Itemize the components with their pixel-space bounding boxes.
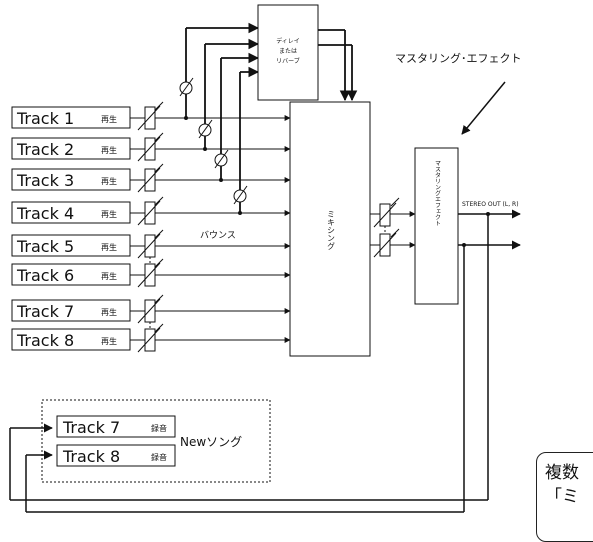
- callout-line-2: 「ミ: [545, 487, 579, 507]
- track-7: Track 7 再生: [11, 299, 131, 322]
- track-1-mode: 再生: [101, 114, 117, 124]
- new-track-8-name: Track 8: [62, 447, 120, 466]
- new-track-7-mode: 録音: [151, 423, 167, 433]
- track-7-name: Track 7: [16, 302, 74, 321]
- track-4-mode: 再生: [101, 209, 117, 219]
- effect-sends: [185, 22, 260, 213]
- track-8: Track 8 再生: [11, 328, 131, 351]
- diagram-canvas: Track 1 再生 Track 2 再生 Track 3 再生 Track 4…: [9, 4, 593, 542]
- fader-1: [137, 101, 164, 131]
- new-song-region: Track 7 録音 Track 8 録音 Newソング: [41, 399, 271, 483]
- fader-5: [137, 229, 164, 259]
- track-4: Track 4 再生: [11, 201, 131, 224]
- track-6: Track 6 再生: [11, 263, 131, 286]
- track-3-mode: 再生: [101, 176, 117, 186]
- delay-reverb-box: ディレイ または リバーブ: [257, 4, 319, 101]
- fader-6: [137, 258, 164, 288]
- new-song-label: Newソング: [180, 435, 242, 449]
- mastering-label: マスタリングエフェクト: [434, 160, 441, 226]
- track-to-fader-links: [130, 117, 145, 341]
- track-8-name: Track 8: [16, 331, 74, 350]
- callout-box: 複数 「ミ: [536, 452, 593, 542]
- delay-label-line2: または: [279, 48, 297, 55]
- mastering-box: マスタリングエフェクト: [414, 147, 459, 305]
- fader-8: [137, 323, 164, 353]
- mixing-box: ミキシング: [289, 101, 371, 357]
- mixing-label: ミキシング: [327, 210, 336, 250]
- delay-label-line3: リバーブ: [276, 57, 300, 65]
- delay-label-line1: ディレイ: [276, 37, 300, 45]
- track-3-name: Track 3: [16, 171, 74, 190]
- fader-2: [137, 132, 164, 162]
- track-3: Track 3 再生: [11, 168, 131, 191]
- new-track-8-mode: 録音: [151, 452, 167, 462]
- new-track-7: Track 7 録音: [56, 415, 176, 438]
- track-2-name: Track 2: [16, 140, 74, 159]
- track-5: Track 5 再生: [11, 234, 131, 257]
- fader-4: [137, 196, 164, 226]
- send-knob-2: [198, 119, 213, 139]
- send-knob-3: [214, 149, 229, 169]
- junction-dots: [184, 116, 242, 215]
- send-knobs: [179, 77, 248, 205]
- track-4-name: Track 4: [16, 204, 74, 223]
- mastering-callout-arrow: [461, 81, 506, 135]
- signal-flow-diagram: Track 1 再生 Track 2 再生 Track 3 再生 Track 4…: [9, 4, 522, 513]
- stereo-out-label: STEREO OUT (L, R): [462, 201, 519, 208]
- bounce-label: バウンス: [200, 230, 236, 241]
- track-list: Track 1 再生 Track 2 再生 Track 3 再生 Track 4…: [11, 106, 131, 351]
- track-2-mode: 再生: [101, 145, 117, 155]
- mix-bus-lines: [155, 115, 291, 343]
- track-5-name: Track 5: [16, 237, 74, 256]
- track-7-mode: 再生: [101, 307, 117, 317]
- new-track-8: Track 8 録音: [56, 444, 176, 467]
- mastering-callout-label: マスタリング･エフェクト: [395, 51, 522, 65]
- master-faders: [370, 197, 416, 258]
- track-2: Track 2 再生: [11, 137, 131, 160]
- track-6-mode: 再生: [101, 271, 117, 281]
- track-1-name: Track 1: [16, 109, 74, 128]
- track-8-mode: 再生: [101, 336, 117, 346]
- track-6-name: Track 6: [16, 266, 74, 285]
- fader-7: [137, 294, 164, 324]
- track-5-mode: 再生: [101, 242, 117, 252]
- send-knob-4: [233, 185, 248, 205]
- track-faders: [137, 101, 164, 353]
- stereo-out-lines: [9, 209, 521, 513]
- fader-3: [137, 163, 164, 193]
- track-1: Track 1 再生: [11, 106, 131, 129]
- new-track-7-name: Track 7: [62, 418, 120, 437]
- callout-line-1: 複数: [545, 463, 579, 483]
- effect-returns: [318, 29, 358, 102]
- send-knob-1: [179, 77, 194, 97]
